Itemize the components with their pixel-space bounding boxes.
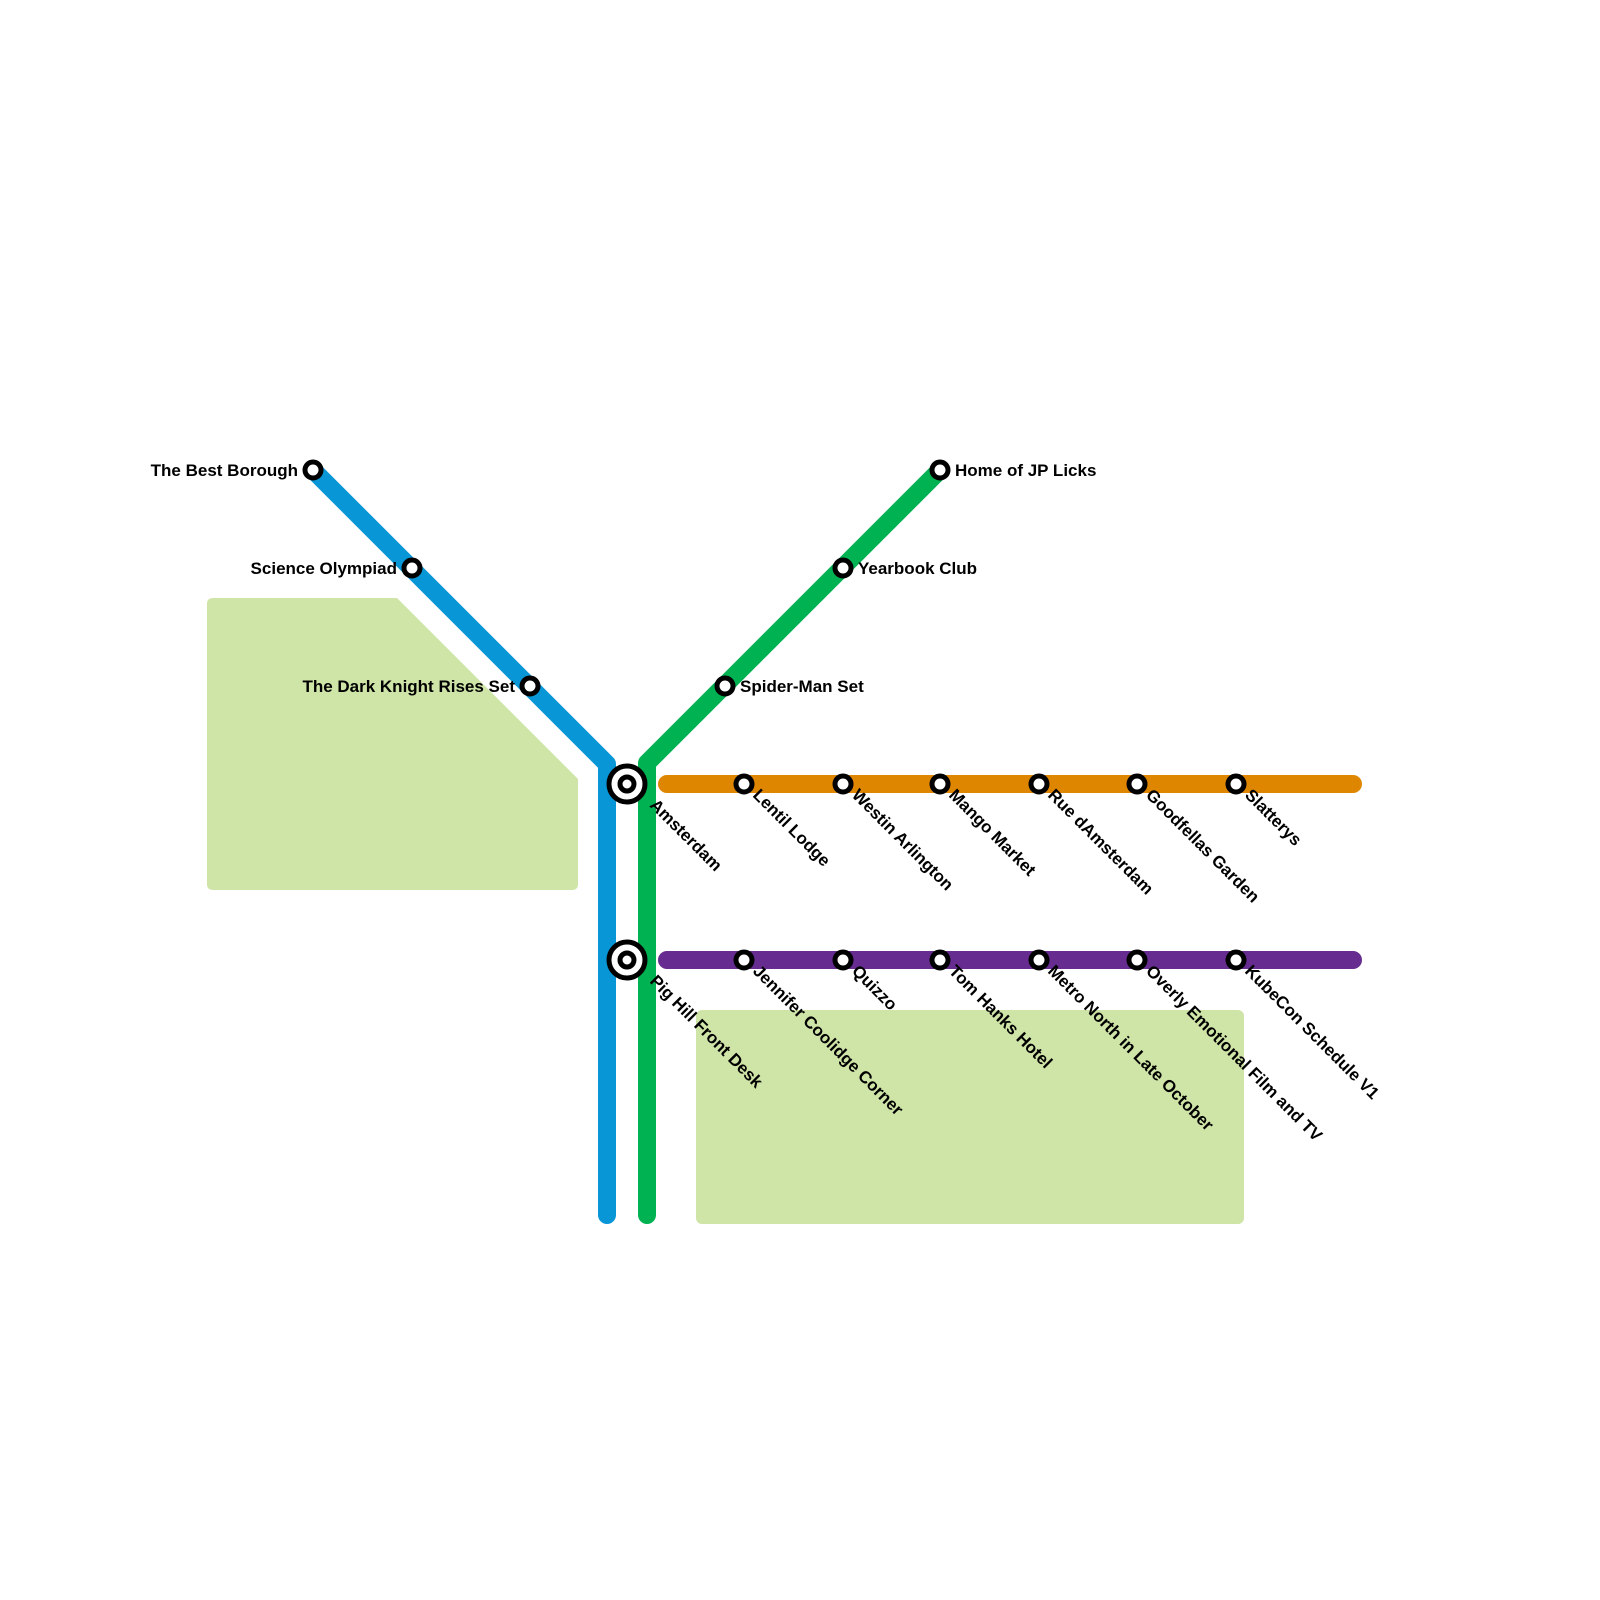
station-label: The Best Borough	[151, 461, 298, 480]
station-marker[interactable]	[1028, 773, 1050, 795]
interchange-inner-ring	[617, 774, 637, 794]
station-marker[interactable]	[832, 949, 854, 971]
station-label: Home of JP Licks	[955, 461, 1096, 480]
station-label: The Dark Knight Rises Set	[302, 677, 515, 696]
station-marker[interactable]	[832, 773, 854, 795]
interchange-inner-ring	[617, 950, 637, 970]
station-marker[interactable]	[733, 949, 755, 971]
station-marker[interactable]	[1225, 773, 1247, 795]
station-label: Yearbook Club	[858, 559, 977, 578]
station-label: Mango Market	[945, 785, 1039, 879]
station-label: Westin Arlington	[848, 785, 957, 894]
station-marker[interactable]	[929, 459, 951, 481]
station-label: Slatterys	[1241, 785, 1305, 849]
station-marker[interactable]	[401, 557, 423, 579]
station-label: Amsterdam	[646, 795, 726, 875]
station-marker[interactable]	[519, 675, 541, 697]
park-area	[207, 598, 578, 890]
park-area	[696, 1010, 1244, 1224]
station-label: Quizzo	[848, 961, 901, 1014]
station-marker[interactable]	[1028, 949, 1050, 971]
station-marker[interactable]	[714, 675, 736, 697]
station-marker[interactable]	[302, 459, 324, 481]
station-label: Science Olympiad	[251, 559, 397, 578]
station-marker[interactable]	[929, 949, 951, 971]
station-marker[interactable]	[1225, 949, 1247, 971]
station-marker[interactable]	[929, 773, 951, 795]
station-label: Spider-Man Set	[740, 677, 864, 696]
station-label: Rue dAmsterdam	[1044, 785, 1157, 898]
station-marker[interactable]	[1126, 949, 1148, 971]
station-label: Lentil Lodge	[749, 785, 834, 870]
station-marker[interactable]	[832, 557, 854, 579]
station-marker[interactable]	[1126, 773, 1148, 795]
station-marker[interactable]	[733, 773, 755, 795]
station-label: Goodfellas Garden	[1142, 785, 1263, 906]
